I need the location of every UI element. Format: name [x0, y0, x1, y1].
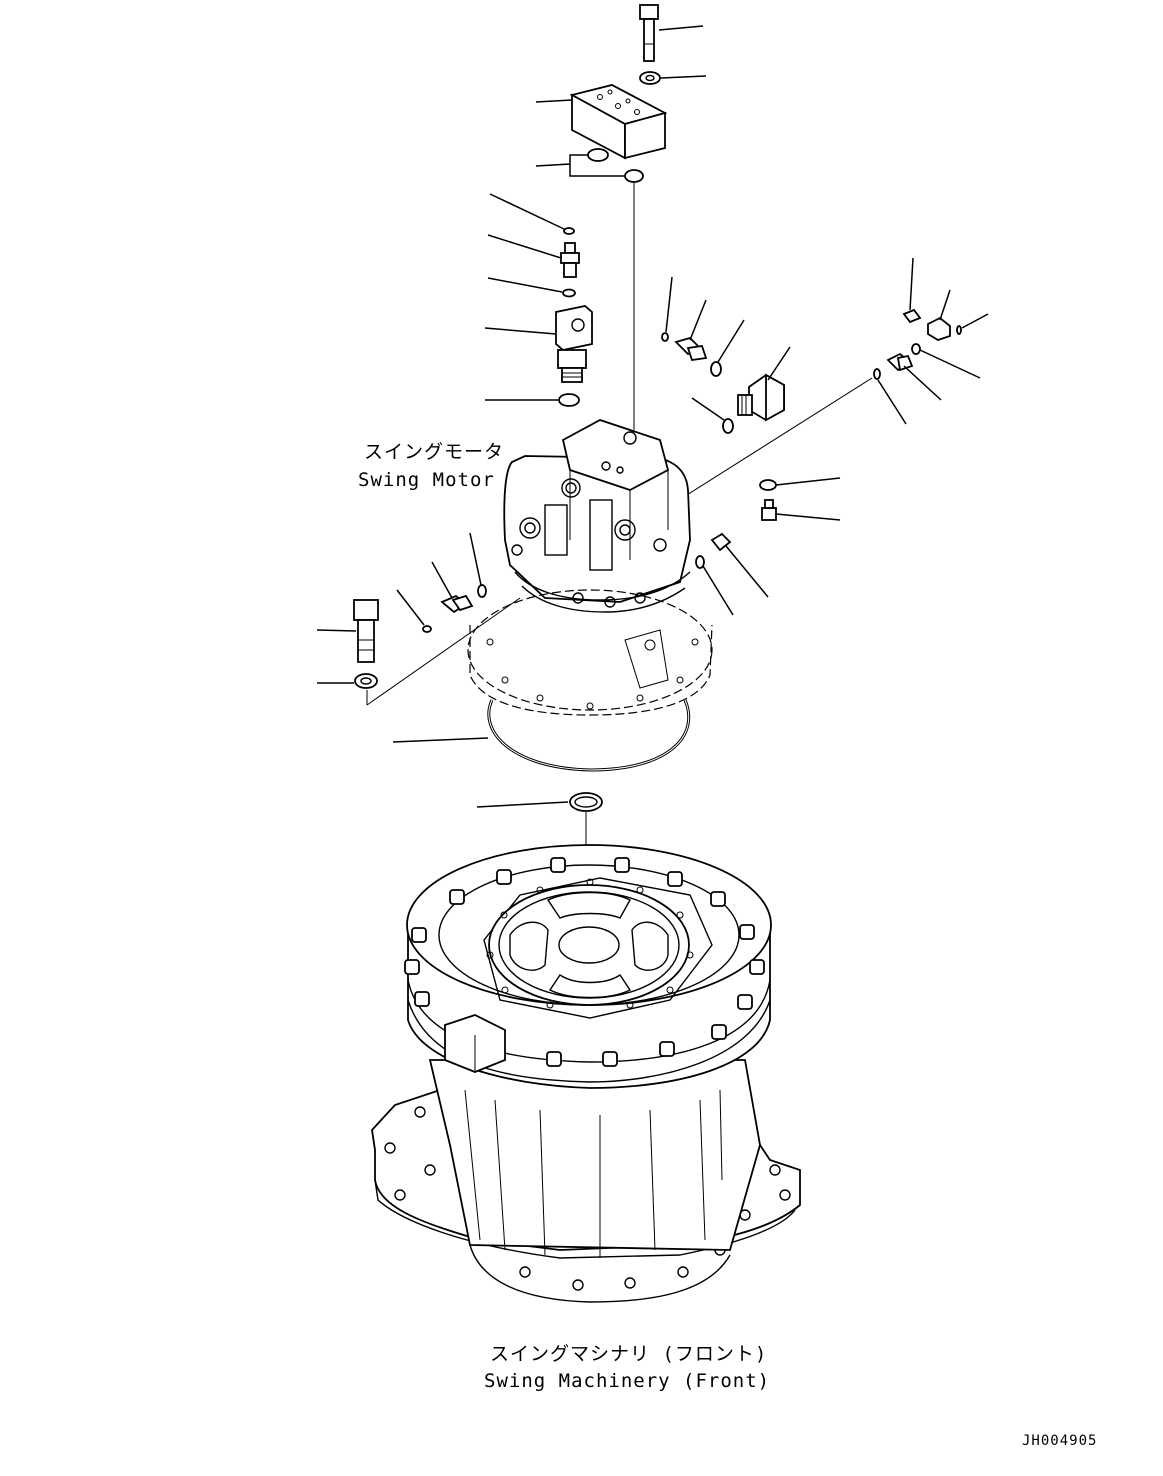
fitting-nipple — [487, 234, 580, 278]
far-right-o-ring-3 — [659, 368, 907, 513]
motor-right-plug — [761, 499, 841, 521]
right-nipple-a — [674, 299, 708, 361]
motor-label-jp: スイングモータ — [364, 441, 504, 463]
far-right-plug — [902, 257, 922, 324]
swing-motor — [467, 419, 713, 716]
motor-side-o-ring-b — [396, 589, 432, 633]
elbow-o-ring — [691, 397, 734, 434]
machinery-label-jp: スイングマシナリ (フロント) — [490, 1343, 767, 1365]
top-washer — [639, 71, 707, 85]
motor-side-nipple — [431, 561, 474, 614]
motor-right-o-ring — [759, 477, 841, 491]
far-right-o-ring-2 — [911, 343, 981, 379]
large-o-ring — [392, 699, 691, 772]
motor-right-o-ring-2 — [695, 555, 734, 616]
drawing-code: JH004905 — [1022, 1433, 1097, 1449]
small-o-ring-1 — [489, 193, 575, 235]
elbow-fitting — [737, 346, 791, 422]
far-right-elbow — [927, 289, 951, 341]
right-o-ring-b — [710, 319, 745, 377]
pressure-sensor — [484, 305, 593, 383]
mount-bolt — [316, 599, 379, 663]
far-right-nipple — [886, 352, 942, 401]
motor-side-o-ring-a — [469, 532, 487, 598]
mount-washer — [317, 597, 521, 706]
motor-right-small-plug — [710, 532, 769, 598]
top-bolt — [639, 4, 704, 62]
valve-block — [535, 84, 668, 160]
right-o-ring-a — [661, 276, 673, 342]
block-o-rings — [535, 148, 644, 430]
small-o-ring-2 — [487, 277, 576, 298]
motor-label-en: Swing Motor — [358, 469, 495, 491]
far-right-o-ring-1 — [956, 313, 989, 335]
machinery-label-en: Swing Machinery (Front) — [484, 1370, 770, 1392]
swing-machinery — [371, 844, 801, 1303]
sensor-o-ring — [485, 393, 580, 407]
pinion-o-ring — [476, 792, 603, 948]
